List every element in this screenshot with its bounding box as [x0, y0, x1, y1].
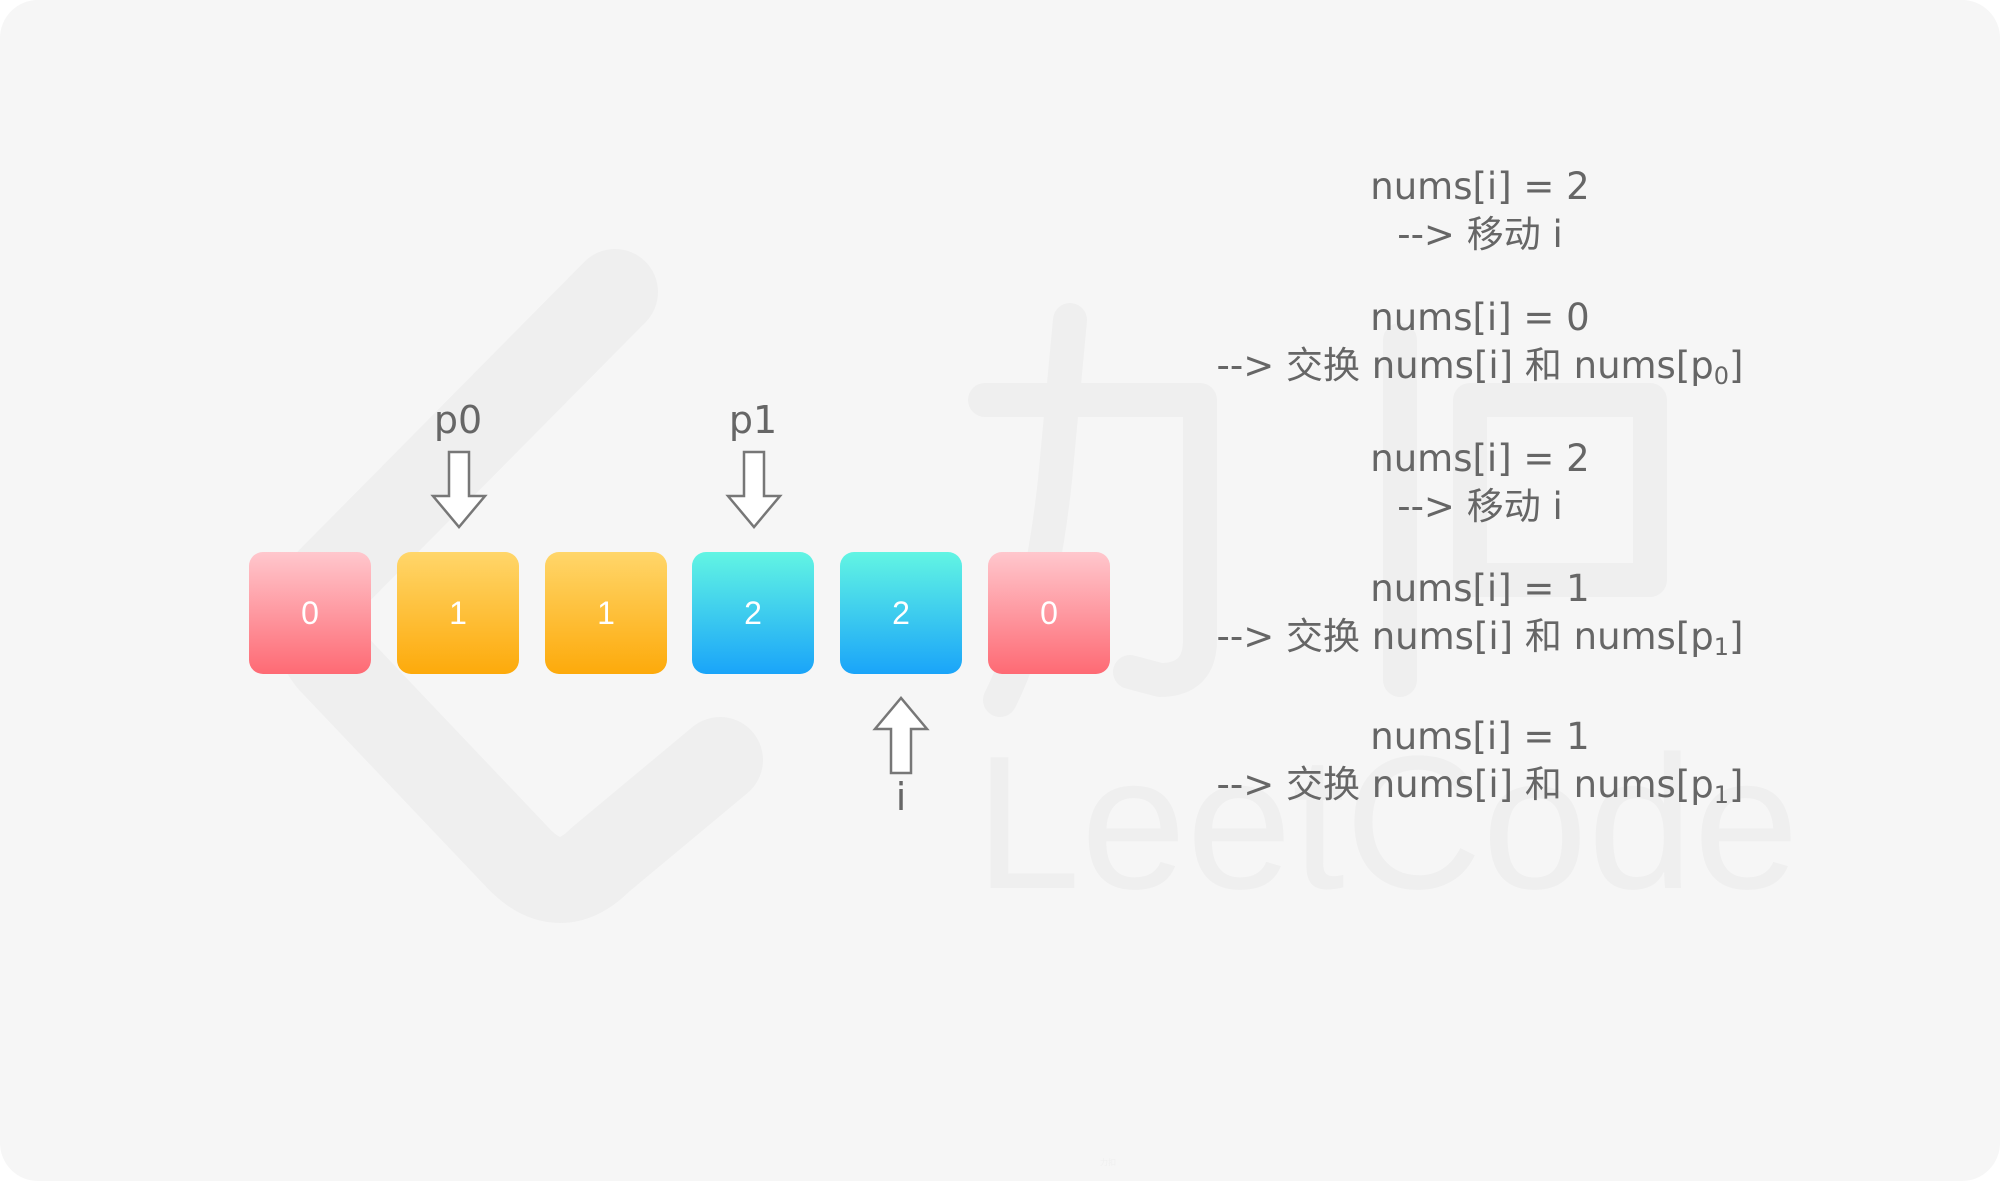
cell-value: 1 [597, 594, 615, 631]
step-action-close: ] [1729, 763, 1744, 806]
step-action: --> 交换 nums[i] 和 nums[p1] [1120, 761, 1840, 819]
cell-value: 0 [301, 594, 319, 631]
step-action: --> 移动 i [1397, 213, 1563, 256]
step-2: nums[i] = 0 --> 交换 nums[i] 和 nums[p0] [1120, 294, 1840, 400]
step-4: nums[i] = 1 --> 交换 nums[i] 和 nums[p1] [1120, 565, 1840, 671]
step-3: nums[i] = 2 --> 移动 i [1120, 435, 1840, 531]
down-arrow-icon [430, 450, 488, 529]
pointer-subscript: 1 [1713, 633, 1730, 661]
array-cell-3: 2 [692, 552, 814, 674]
step-action-text: --> 交换 nums[i] 和 nums[p [1216, 763, 1714, 806]
array-cell-4: 2 [840, 552, 962, 674]
step-action-close: ] [1729, 344, 1744, 387]
step-5: nums[i] = 1 --> 交换 nums[i] 和 nums[p1] [1120, 713, 1840, 819]
watermark-logo-text: 力扣 [1100, 1157, 1116, 1167]
array-cell-1: 1 [397, 552, 519, 674]
step-action-text: --> 交换 nums[i] 和 nums[p [1216, 344, 1714, 387]
step-condition: nums[i] = 1 [1370, 567, 1590, 610]
step-condition: nums[i] = 0 [1370, 296, 1590, 339]
down-arrow-icon [725, 450, 783, 529]
array-cell-5: 0 [988, 552, 1110, 674]
step-action-text: --> 交换 nums[i] 和 nums[p [1216, 615, 1714, 658]
cell-value: 1 [449, 594, 467, 631]
array-cell-2: 1 [545, 552, 667, 674]
pointer-i-label: i [895, 775, 907, 819]
pointer-p1-label: p1 [728, 398, 778, 442]
step-condition: nums[i] = 2 [1370, 165, 1590, 208]
step-condition: nums[i] = 2 [1370, 437, 1590, 480]
array-cell-0: 0 [249, 552, 371, 674]
cell-value: 2 [744, 594, 762, 631]
step-action: --> 移动 i [1397, 485, 1563, 528]
step-condition: nums[i] = 1 [1370, 715, 1590, 758]
cell-value: 0 [1040, 594, 1058, 631]
cell-value: 2 [892, 594, 910, 631]
step-1: nums[i] = 2 --> 移动 i [1120, 163, 1840, 259]
pointer-subscript: 1 [1713, 781, 1730, 809]
watermark-text: LeetCode [975, 717, 1799, 929]
step-action: --> 交换 nums[i] 和 nums[p0] [1120, 342, 1840, 400]
step-action-close: ] [1729, 615, 1744, 658]
pointer-subscript: 0 [1713, 362, 1730, 390]
up-arrow-icon [872, 696, 930, 775]
step-action: --> 交换 nums[i] 和 nums[p1] [1120, 613, 1840, 671]
pointer-p0-label: p0 [433, 398, 483, 442]
